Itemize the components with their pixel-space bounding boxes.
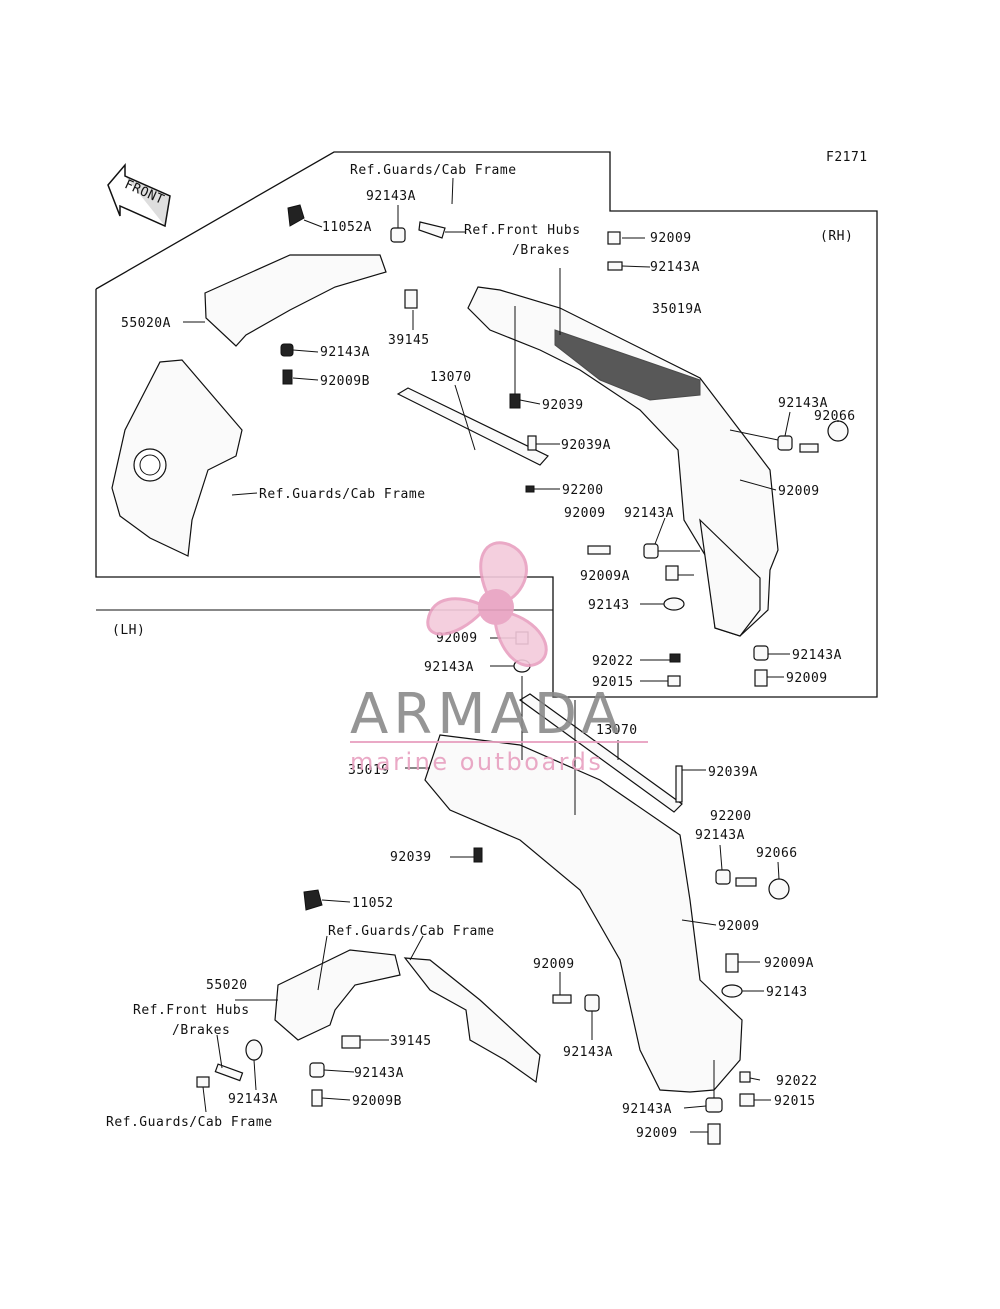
label-part-number: 92143A	[624, 506, 674, 521]
label-part-number: 92143A	[792, 648, 842, 663]
label-part-number: 92143	[588, 598, 630, 613]
label-part-number: 13070	[430, 370, 472, 385]
label-part-number: 92009	[718, 919, 760, 934]
watermark-tagline: marine outboards	[350, 748, 603, 776]
label-part-number: 92009A	[580, 569, 630, 584]
lh-leader-lines	[202, 637, 780, 1133]
label-part-number: 13070	[596, 723, 638, 738]
label-ref-guards-cab-frame: Ref.Guards/Cab Frame	[106, 1115, 273, 1130]
label-ref-front-hubs: Ref.Front Hubs	[133, 1003, 250, 1018]
label-part-number: 92009B	[352, 1094, 402, 1109]
label-part-number: 92143A	[778, 396, 828, 411]
label-part-number: 92015	[592, 675, 634, 690]
label-part-number: 92039	[390, 850, 432, 865]
label-part-number: 11052	[352, 896, 394, 911]
label-part-number: 92200	[710, 809, 752, 824]
label-ref-guards-cab-frame: Ref.Guards/Cab Frame	[350, 163, 517, 178]
rh-clip-39145	[404, 289, 418, 309]
label-rh-tag: (RH)	[820, 229, 853, 244]
rh-nut-92143A	[390, 227, 406, 243]
rh-guard-cab-frame	[111, 359, 243, 557]
label-lh-tag: (LH)	[112, 623, 145, 638]
rh-frame	[95, 151, 878, 698]
label-part-number: 92009	[786, 671, 828, 686]
label-part-number: 92143A	[695, 828, 745, 843]
label-ref-guards-cab-frame: Ref.Guards/Cab Frame	[259, 487, 426, 502]
watermark: ARMADA marine outboards	[350, 541, 648, 776]
lh-part-55020	[274, 949, 401, 1041]
label-ref-brakes: /Brakes	[172, 1023, 230, 1038]
label-part-number: 92066	[814, 409, 856, 424]
label-part-number: 92009	[650, 231, 692, 246]
label-part-number: 92143A	[354, 1066, 404, 1081]
label-ref-front-hubs: Ref.Front Hubs	[464, 223, 581, 238]
label-part-number: 92009A	[764, 956, 814, 971]
figure-code: F2171	[826, 150, 868, 165]
label-part-number: 92143A	[650, 260, 700, 275]
label-part-number: 92015	[774, 1094, 816, 1109]
label-part-number: 92039A	[708, 765, 758, 780]
rh-part-55020A	[204, 254, 387, 347]
label-part-number: 92143A	[228, 1092, 278, 1107]
lh-side-guard	[403, 957, 541, 1084]
lh-fender-35019	[424, 734, 743, 1093]
label-part-number: 92066	[756, 846, 798, 861]
label-part-number: 92143A	[424, 660, 474, 675]
label-part-number: 11052A	[322, 220, 372, 235]
label-part-number: 92039	[542, 398, 584, 413]
rh-part-11052A	[287, 204, 305, 227]
rh-strip-13070	[396, 387, 549, 466]
rh-leader-lines	[183, 177, 839, 682]
label-part-number: 92143A	[622, 1102, 672, 1117]
label-part-number: 92200	[562, 483, 604, 498]
callout-labels: Ref.Guards/Cab Frame 92143A 11052A Ref.F…	[106, 163, 856, 1141]
lh-strip-13070	[518, 693, 683, 813]
label-part-number: 92022	[592, 654, 634, 669]
label-part-number: 92009	[778, 484, 820, 499]
label-part-number: 39145	[390, 1034, 432, 1049]
rh-guard-hole	[133, 448, 167, 482]
label-ref-brakes: /Brakes	[512, 243, 570, 258]
label-part-number: 92039A	[561, 438, 611, 453]
label-part-number: 92009B	[320, 374, 370, 389]
label-part-number: 92143A	[563, 1045, 613, 1060]
label-part-number: 92143A	[320, 345, 370, 360]
lh-part-11052	[303, 889, 323, 911]
lh-clip-39145	[341, 1035, 361, 1049]
label-part-number: 92143A	[366, 189, 416, 204]
label-part-number: 35019A	[652, 302, 702, 317]
label-part-number: 92009	[636, 1126, 678, 1141]
label-part-number: 39145	[388, 333, 430, 348]
label-part-number: 55020A	[121, 316, 171, 331]
label-part-number: 35019	[348, 763, 390, 778]
label-part-number: 92022	[776, 1074, 818, 1089]
watermark-brand: ARMADA	[350, 682, 624, 747]
label-ref-guards-cab-frame: Ref.Guards/Cab Frame	[328, 924, 495, 939]
label-part-number: 92009	[564, 506, 606, 521]
propeller-icon	[426, 541, 548, 667]
front-arrow-icon: FRONT	[107, 162, 171, 228]
label-part-number: 92009	[533, 957, 575, 972]
label-part-number: 92143	[766, 985, 808, 1000]
rh-front-hub-bracket	[418, 221, 446, 239]
label-part-number: 55020	[206, 978, 248, 993]
